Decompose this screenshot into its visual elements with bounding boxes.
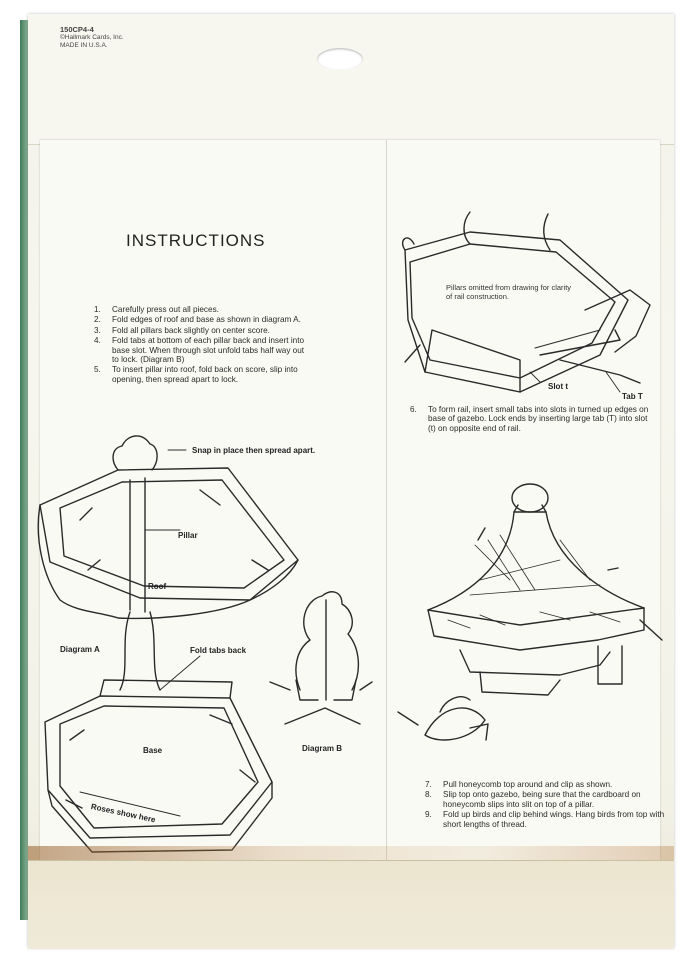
origin-label: MADE IN U.S.A. — [60, 42, 108, 49]
roof-label: Roof — [148, 582, 167, 591]
fold-tabs-label: Fold tabs back — [190, 646, 247, 655]
step-item: 7.Pull honeycomb top around and clip as … — [425, 780, 613, 789]
base-diagram — [44, 611, 273, 853]
step-item: 2.Fold edges of roof and base as shown i… — [94, 315, 301, 325]
steps-right-list: 7.Pull honeycomb top around and clip as … — [425, 780, 665, 830]
page-fold — [386, 140, 387, 860]
bird-diagram — [397, 696, 489, 741]
company-credit: ©Hallmark Cards, Inc. — [60, 34, 124, 41]
step-item: 8.Slip top onto gazebo, being sure that … — [425, 790, 641, 809]
step-item: 5.To insert pillar into roof, fold back … — [94, 365, 298, 384]
snap-label: Snap in place then spread apart. — [192, 446, 316, 455]
step-item: 9.Fold up birds and clip behind wings. H… — [425, 810, 665, 829]
pillars-note: Pillars omitted from drawing for clarity… — [446, 283, 572, 301]
gazebo-roof-diagram — [427, 483, 663, 696]
instructions-title: INSTRUCTIONS — [126, 231, 266, 251]
step-item: 3.Fold all pillars back slightly on cent… — [94, 325, 270, 335]
product-code-block: 150CP4-4 ©Hallmark Cards, Inc. MADE IN U… — [60, 26, 124, 50]
pillar-label: Pillar — [178, 531, 198, 540]
envelope-bottom-flap — [28, 860, 674, 949]
step-item: 4.Fold tabs at bottom of each pillar bac… — [94, 336, 305, 365]
steps-left-list: 1.Carefully press out all pieces. 2.Fold… — [94, 305, 309, 385]
step-rail: 6.To form rail, insert small tabs into s… — [410, 405, 650, 434]
base-label: Base — [143, 746, 163, 755]
slot-tab-leader-lines — [529, 371, 621, 393]
diagram-b-label: Diagram B — [302, 744, 343, 753]
pillar-diagram-b — [269, 591, 373, 725]
hang-hole — [317, 48, 363, 70]
product-code: 150CP4-4 — [60, 25, 94, 34]
rail-diagram — [401, 211, 651, 393]
tab-label: Tab T — [622, 392, 643, 401]
envelope-top — [28, 14, 674, 145]
green-background-edge — [20, 20, 28, 920]
step-item: 6.To form rail, insert small tabs into s… — [410, 405, 649, 433]
roof-diagram — [37, 435, 299, 620]
diagram-a-label: Diagram A — [60, 645, 100, 654]
slot-label: Slot t — [548, 382, 568, 391]
step-item: 1.Carefully press out all pieces. — [94, 305, 219, 314]
instruction-sheet — [40, 140, 660, 860]
fold-tabs-leader-line — [159, 655, 201, 691]
